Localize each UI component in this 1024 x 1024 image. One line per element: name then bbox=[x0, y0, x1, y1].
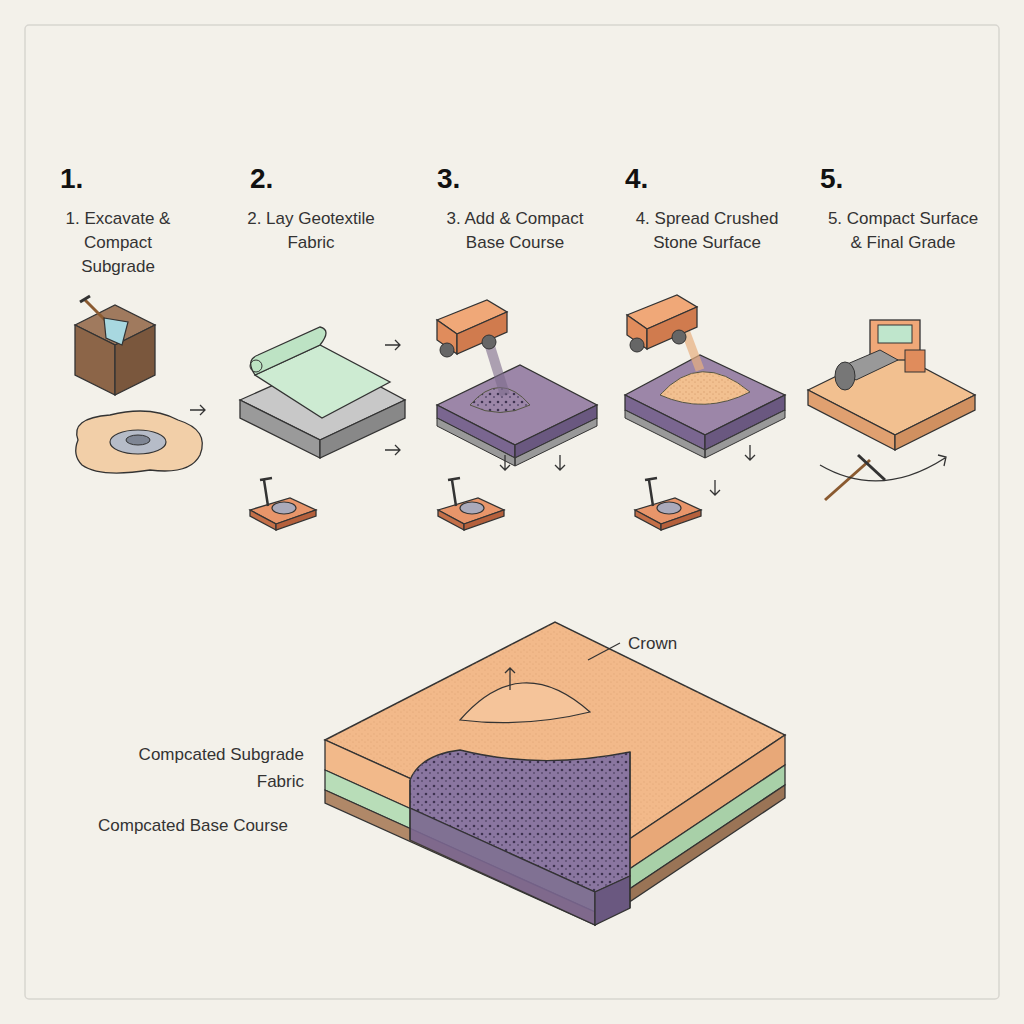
layer-label: Compcated Base Course bbox=[98, 815, 288, 837]
step-label: 3. Add & Compact Base Course bbox=[432, 207, 598, 255]
step-label: 4. Spread Crushed Stone Surface bbox=[624, 207, 790, 255]
layer-label: Crown bbox=[628, 633, 677, 655]
step-label: 2. Lay Geotextile Fabric bbox=[236, 207, 386, 255]
step-number: 2. bbox=[250, 163, 310, 195]
step-number: 1. bbox=[60, 163, 120, 195]
step-label: 1. Excavate & Compact Subgrade bbox=[53, 207, 183, 279]
layer-label: Fabric bbox=[60, 771, 304, 793]
step-number: 5. bbox=[820, 163, 880, 195]
layer-label: Compcated Subgrade bbox=[60, 744, 304, 766]
step-number: 4. bbox=[625, 163, 685, 195]
step-label: 5. Compact Surface & Final Grade bbox=[822, 207, 984, 255]
step-number: 3. bbox=[437, 163, 497, 195]
